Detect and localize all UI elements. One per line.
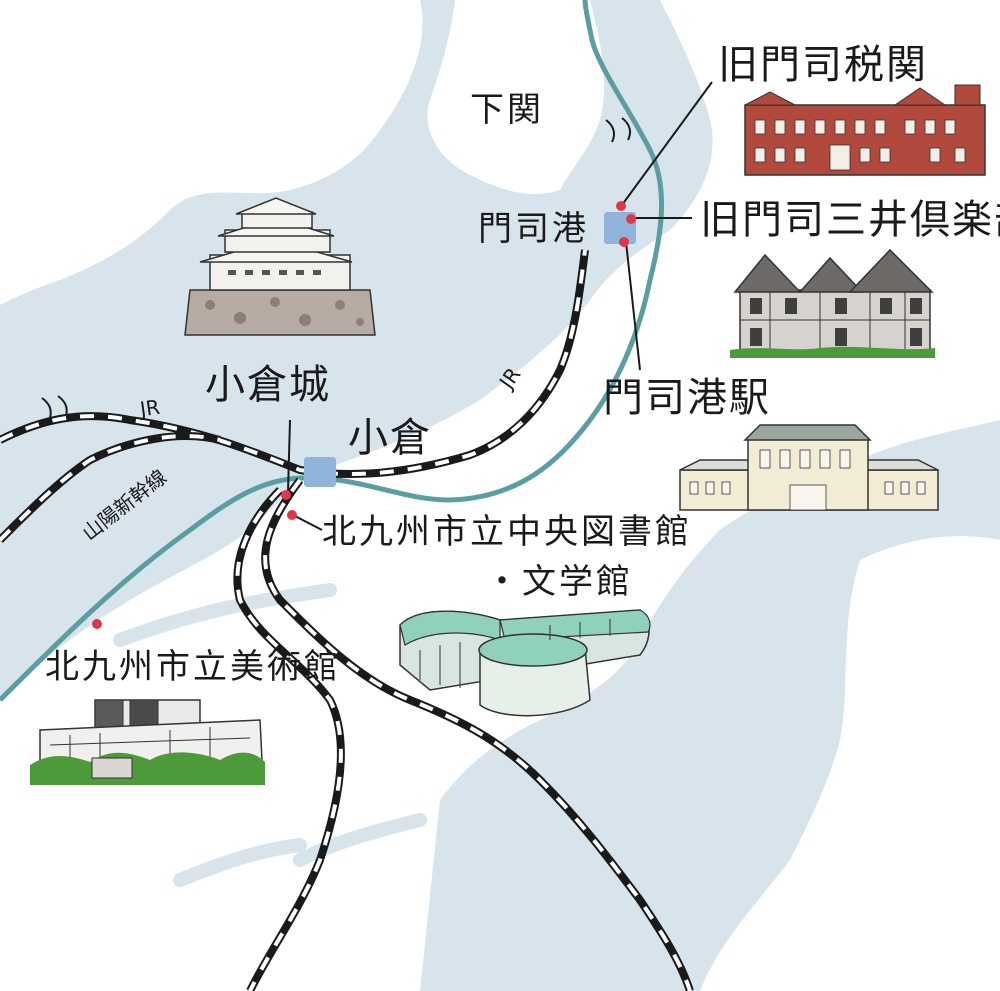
poi-old-moji-customs[interactable] (616, 201, 626, 211)
label-old-moji-mitsui-club: 旧門司三井倶楽部 (700, 197, 1000, 243)
library-illustration (399, 609, 651, 717)
poi-library[interactable] (287, 510, 297, 520)
label-mojiko: 門司港 (478, 209, 589, 249)
label-mojiko-station: 門司港駅 (603, 375, 771, 421)
old-moji-customs-illustration (744, 84, 986, 176)
label-jr-west: JR (138, 394, 162, 422)
poi-mojiko-station[interactable] (619, 237, 629, 247)
kokura-station-marker (304, 457, 336, 487)
label-art-museum: 北九州市立美術館 (45, 647, 341, 687)
art-museum-illustration (30, 699, 265, 785)
poi-art-museum[interactable] (92, 619, 102, 629)
label-kokura: 小倉 (348, 415, 432, 461)
mitsui-club-illustration (730, 248, 935, 358)
poi-old-moji-mitsui-club[interactable] (626, 214, 636, 224)
jr-lines (0, 249, 694, 991)
label-library-line1: 北九州市立中央図書館 (322, 512, 692, 552)
kokura-castle-illustration (184, 197, 376, 336)
poi-dots (92, 201, 636, 629)
tunnel-marks (41, 117, 631, 419)
label-old-moji-customs: 旧門司税関 (718, 42, 928, 88)
label-kokura-castle: 小倉城 (205, 362, 331, 408)
label-shimonoseki: 下関 (470, 90, 544, 130)
leader-lines (287, 81, 713, 531)
label-library-line2: ・文学館 (485, 562, 633, 602)
mojiko-station-illustration (679, 424, 939, 511)
poi-kokura-castle[interactable] (281, 490, 291, 500)
sanyo-shinkansen-line (0, 0, 665, 702)
